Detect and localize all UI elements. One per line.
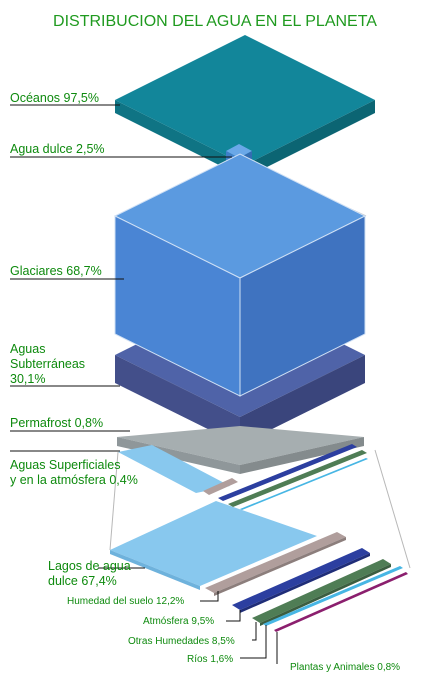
ocean-block-top bbox=[115, 35, 375, 165]
permafrost-slab-right bbox=[240, 437, 364, 474]
label-oceanos: Océanos 97,5% bbox=[10, 91, 99, 105]
label-atmosfera: Atmósfera 9,5% bbox=[143, 616, 214, 627]
label-lagos-line1: Lagos de agua bbox=[48, 559, 131, 573]
leader-line bbox=[226, 610, 241, 622]
label-subterraneas-line2: Subterráneas bbox=[10, 357, 85, 371]
label-otras-humedades: Otras Humedades 8,5% bbox=[128, 636, 235, 647]
lake-slab-edge bbox=[110, 550, 200, 590]
atmosphere-strip bbox=[232, 548, 370, 610]
label-superficiales-line1: Aguas Superficiales bbox=[10, 458, 120, 472]
guide-line bbox=[374, 449, 411, 569]
other-humidity-strip-edge bbox=[260, 564, 391, 626]
small-atmosphere-strip bbox=[218, 444, 357, 501]
other-humidity-strip bbox=[252, 559, 391, 623]
ocean-block-right-side bbox=[245, 100, 375, 178]
small-lake-slab bbox=[118, 445, 230, 493]
rivers-strip bbox=[263, 566, 403, 626]
atmosphere-strip-edge bbox=[240, 553, 370, 613]
leader-line bbox=[200, 591, 219, 602]
glacier-block-right bbox=[239, 215, 366, 397]
label-permafrost: Permafrost 0,8% bbox=[10, 416, 103, 430]
label-glaciares: Glaciares 68,7% bbox=[10, 264, 102, 278]
label-rios: Ríos 1,6% bbox=[187, 654, 233, 665]
label-plantas-animales: Plantas y Animales 0,8% bbox=[290, 662, 400, 673]
ocean-block-left-side bbox=[115, 100, 245, 178]
label-agua-dulce: Agua dulce 2,5% bbox=[10, 142, 105, 156]
groundwater-block-right bbox=[240, 355, 365, 445]
label-humedad-suelo: Humedad del suelo 12,2% bbox=[67, 596, 184, 607]
soil-moisture-strip bbox=[205, 532, 346, 593]
soil-moisture-strip-edge bbox=[214, 537, 346, 596]
label-subterraneas-line1: Aguas bbox=[10, 342, 45, 356]
leader-line bbox=[252, 622, 257, 641]
permafrost-slab-top bbox=[117, 426, 364, 465]
label-lagos-line2: dulce 67,4% bbox=[48, 574, 117, 588]
guide-line bbox=[109, 451, 119, 551]
label-subterraneas-line3: 30,1% bbox=[10, 372, 45, 386]
small-rivers-strip bbox=[240, 458, 368, 510]
small-other-humidity-strip bbox=[228, 450, 367, 507]
diagram-title: DISTRIBUCION DEL AGUA EN EL PLANETA bbox=[53, 13, 377, 30]
label-superficiales-line2: y en la atmósfera 0,4% bbox=[10, 473, 138, 487]
groundwater-block-left bbox=[115, 355, 240, 445]
plants-animals-strip bbox=[274, 572, 408, 632]
small-soil-strip bbox=[203, 478, 238, 495]
leader-line bbox=[240, 625, 267, 659]
lake-slab-top bbox=[110, 501, 317, 586]
